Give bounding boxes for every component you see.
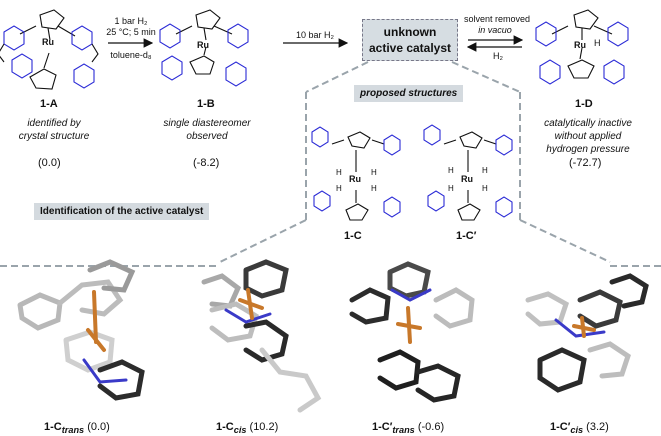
energy-1D: (-72.7) <box>569 157 602 169</box>
energy-1A: (0.0) <box>38 157 61 169</box>
ru-label-1A: Ru <box>42 37 54 47</box>
model-1C-trans <box>17 259 145 401</box>
identification-label: Identification of the active catalyst <box>34 203 210 220</box>
model-1C-prime-trans <box>349 261 475 403</box>
caption-1C-trans-sub: trans <box>61 425 85 436</box>
caption-1C-trans-base: 1-C <box>44 421 62 433</box>
ru-label-1B: Ru <box>197 40 209 50</box>
model-1C-cis <box>201 259 322 413</box>
arrow-a-to-b-line1: 1 bar H₂ <box>114 16 148 26</box>
h-label-1C-prime-d: H <box>482 184 488 193</box>
h-label-1C-prime-c: H <box>448 184 454 193</box>
caption-1C-prime-cis-sub: cis <box>570 425 584 436</box>
equilibrium-top-text: solvent removed in vacuo <box>464 14 531 36</box>
structure-1A <box>0 9 99 90</box>
caption-1C-trans: 1-Ctrans (0.0) <box>44 421 110 435</box>
note-1A: identified by crystal structure <box>2 117 106 143</box>
ru-label-1D: Ru <box>574 40 586 50</box>
caption-1C-cis: 1-Ccis (10.2) <box>216 421 278 435</box>
compound-label-1C: 1-C <box>344 230 362 242</box>
caption-1C-cis-base: 1-C <box>216 421 234 433</box>
callout-dashed-lines <box>0 61 661 267</box>
compound-label-1B: 1-B <box>197 98 215 110</box>
note-1D-line1: catalytically inactive <box>544 118 632 129</box>
caption-1C-prime-trans-energy: (-0.6) <box>417 421 445 433</box>
note-1A-line1: identified by <box>27 118 81 129</box>
caption-1C-cis-sub: cis <box>233 425 247 436</box>
energy-1B: (-8.2) <box>193 157 220 169</box>
model-1C-prime-cis <box>525 273 649 393</box>
structure-1C <box>311 126 401 221</box>
caption-1C-cis-energy: (10.2) <box>249 421 279 433</box>
unknown-box-line2: active catalyst <box>368 41 452 55</box>
note-1D-line2: without applied <box>554 131 622 142</box>
h-label-1C-a: H <box>336 168 342 177</box>
caption-1C-prime-cis-base: 1-C′ <box>550 421 571 433</box>
proposed-structures-label: proposed structures <box>354 85 464 102</box>
h-label-1C-b: H <box>371 168 377 177</box>
arrow-a-to-b-conditions-top: 1 bar H₂ 25 °C; 5 min <box>106 16 156 38</box>
h-label-1C-prime-a: H <box>448 166 454 175</box>
h-label-1D: H <box>594 38 601 48</box>
h-label-1C-prime-b: H <box>482 166 488 175</box>
equilibrium-top-line1: solvent removed <box>464 14 531 24</box>
caption-1C-trans-energy: (0.0) <box>87 421 110 433</box>
ru-label-1C: Ru <box>349 174 361 184</box>
structure-1D <box>535 9 629 85</box>
unknown-catalyst-box: unknown active catalyst <box>362 19 458 61</box>
structure-1C-prime <box>423 124 513 221</box>
note-1D-line3: hydrogen pressure <box>546 144 630 155</box>
caption-1C-prime-trans: 1-C′trans (-0.6) <box>372 421 444 435</box>
note-1D: catalytically inactive without applied h… <box>530 117 646 156</box>
ru-label-1C-prime: Ru <box>461 174 473 184</box>
structure-1B <box>159 9 249 87</box>
equilibrium-top-line2: in vacuo <box>478 25 512 35</box>
h-label-1C-c: H <box>336 184 342 193</box>
equilibrium-bottom-text: H₂ <box>493 51 503 61</box>
compound-label-1A: 1-A <box>40 98 58 110</box>
note-1B: single diastereomer observed <box>152 117 262 143</box>
caption-1C-prime-trans-base: 1-C′ <box>372 421 393 433</box>
equilibrium-arrow <box>466 35 524 52</box>
h-label-1C-d: H <box>371 184 377 193</box>
caption-1C-prime-cis-energy: (3.2) <box>586 421 609 433</box>
arrow-a-to-b-line2: 25 °C; 5 min <box>106 27 156 37</box>
caption-1C-prime-cis: 1-C′cis (3.2) <box>550 421 609 435</box>
arrow-a-to-b-solvent: toluene-d₈ <box>110 50 152 60</box>
note-1B-line2: observed <box>186 131 228 142</box>
caption-1C-prime-trans-sub: trans <box>392 425 415 436</box>
note-1B-line1: single diastereomer <box>163 118 251 129</box>
arrow-b-to-unknown-label: 10 bar H₂ <box>295 30 334 40</box>
unknown-box-line1: unknown <box>383 25 437 39</box>
compound-label-1D: 1-D <box>575 98 593 110</box>
compound-label-1C-prime: 1-C′ <box>456 230 477 242</box>
note-1A-line2: crystal structure <box>18 131 90 142</box>
